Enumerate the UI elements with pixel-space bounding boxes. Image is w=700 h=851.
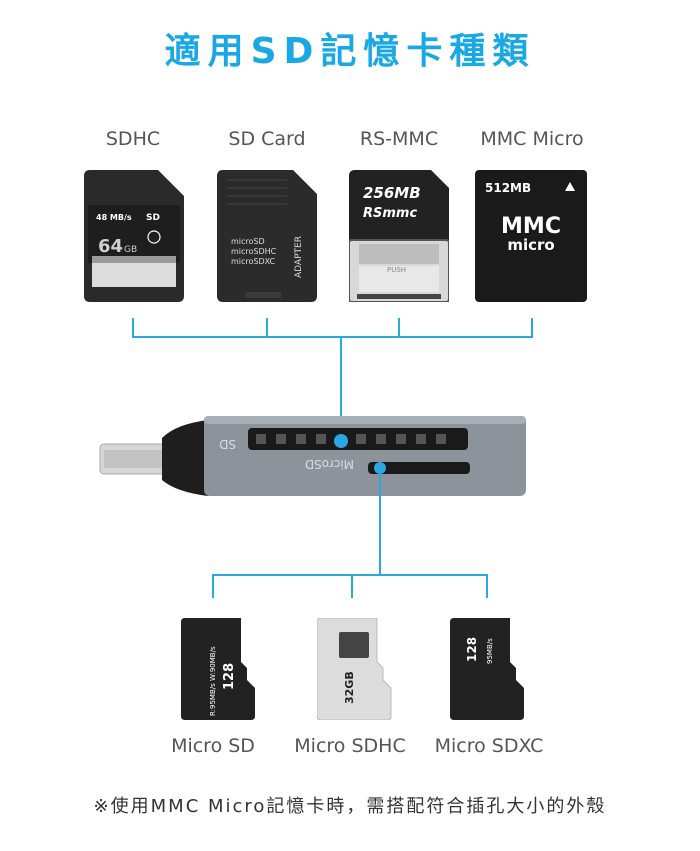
sdhc-card: 48 MB/s SD 64 GB	[84, 170, 184, 302]
triangle-arrow-icon	[565, 182, 575, 191]
rs-mmc-capacity: 256MB	[363, 184, 421, 202]
class10-icon	[147, 230, 161, 244]
microsd-slot	[368, 462, 470, 474]
micro-sd-card: 128 R:95MB/s W:90MB/s	[181, 618, 255, 720]
micro-sd-capacity: 128	[222, 663, 237, 690]
microsd-slot-label: MicroSD	[305, 457, 354, 471]
microsd-slot-marker	[374, 462, 386, 474]
caption-sdhc: SDHC	[105, 128, 161, 150]
connector-to-sd-slot	[340, 336, 342, 440]
connector-from-microsd	[379, 474, 381, 576]
rs-mmc-card: 256MB RSmmc PUSH	[349, 170, 449, 302]
page-title: 適用SD記憶卡種類	[164, 31, 536, 72]
caption-micro-sd: Micro SD	[171, 735, 255, 757]
connector-rs-mmc	[398, 318, 400, 338]
connector-mmc-micro	[531, 318, 533, 338]
micro-sdxc-card: 128 95MB/s	[450, 618, 524, 720]
caption-mmc-micro: MMC Micro	[480, 128, 584, 150]
sd-card-line-3: microSDXC	[231, 257, 276, 266]
sd-card-adapter-text: ADAPTER	[294, 236, 304, 278]
micro-sdxc-capacity: 128	[465, 637, 479, 662]
sdxc-logo-icon: SD	[146, 213, 160, 223]
card-reader: SD MicroSD	[99, 416, 526, 496]
sdhc-capacity-unit: GB	[124, 245, 137, 255]
sd-slot-marker	[334, 434, 348, 448]
micro-sd-speed: R:95MB/s W:90MB/s	[209, 646, 217, 716]
rs-mmc-push: PUSH	[387, 266, 406, 274]
footnote: ※使用MMC Micro記憶卡時，需搭配符合插孔大小的外殼	[93, 796, 607, 817]
mmc-micro-logo-bottom: micro	[507, 236, 554, 254]
micro-sdhc-capacity: 32GB	[343, 671, 356, 704]
rs-mmc-brand: RSmmc	[363, 206, 417, 221]
sd-slot-label: SD	[219, 437, 236, 451]
mmc-micro-capacity: 512MB	[485, 181, 531, 195]
connector-micro-sdxc	[486, 574, 488, 598]
mmc-micro-logo-top: MMC	[501, 214, 561, 239]
sd-adapter-card: microSD microSDHC microSDXC ADAPTER	[217, 170, 317, 302]
connector-bottom-bar	[212, 574, 488, 576]
caption-sd-card: SD Card	[228, 128, 306, 150]
mmc-micro-card: 512MB MMC micro	[475, 170, 587, 302]
caption-rs-mmc: RS-MMC	[359, 128, 439, 150]
caption-micro-sdxc: Micro SDXC	[434, 735, 544, 757]
connector-micro-sdhc	[351, 574, 353, 598]
connector-sdhc	[132, 318, 134, 338]
connector-micro-sd	[212, 574, 214, 598]
microsdhc-logo-icon	[339, 632, 369, 658]
sd-card-line-1: microSD	[231, 237, 265, 246]
connector-sd-card	[266, 318, 268, 338]
connector-top-bar	[132, 336, 533, 338]
micro-sdxc-speed: 95MB/s	[486, 638, 494, 664]
caption-micro-sdhc: Micro SDHC	[294, 735, 406, 757]
sdhc-speed: 48 MB/s	[96, 213, 132, 222]
micro-sdhc-card: 32GB	[317, 618, 392, 720]
sd-card-line-2: microSDHC	[231, 247, 277, 256]
sdhc-capacity: 64	[98, 236, 123, 257]
